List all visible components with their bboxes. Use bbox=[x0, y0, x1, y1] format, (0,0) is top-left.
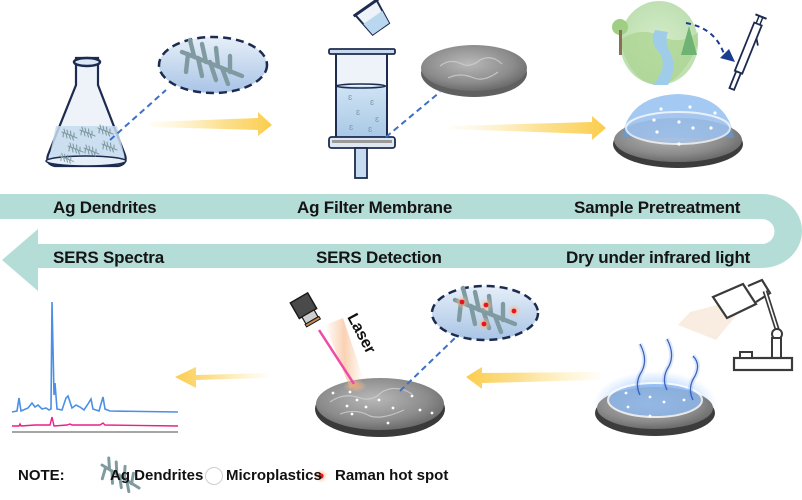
step-label-ag-dendrites: Ag Dendrites bbox=[53, 198, 157, 217]
filter-funnel-icon: ɛ ɛ ɛ ɛ ɛ ɛ bbox=[328, 48, 396, 179]
step-label-sers-spectra: SERS Spectra bbox=[53, 248, 164, 267]
laser-source-icon bbox=[289, 291, 364, 388]
dashed-sample-arrow bbox=[685, 22, 725, 55]
sers-spectra-plot bbox=[11, 301, 179, 433]
hot-spot-zoom-bubble bbox=[399, 284, 540, 392]
legend-title: NOTE: bbox=[18, 467, 65, 484]
legend-hot-spot-icon bbox=[314, 469, 328, 483]
spectrum-sample-line bbox=[11, 301, 179, 413]
step-label-sers-detection: SERS Detection bbox=[316, 248, 442, 267]
laser-beam bbox=[317, 329, 356, 385]
process-band bbox=[0, 194, 802, 291]
svg-text:ɛ: ɛ bbox=[370, 97, 374, 107]
svg-text:ɛ: ɛ bbox=[348, 92, 352, 102]
svg-text:ɛ: ɛ bbox=[368, 124, 372, 134]
svg-text:ɛ: ɛ bbox=[356, 107, 360, 117]
step-label-sample-pretreatment: Sample Pretreatment bbox=[574, 198, 741, 217]
sers-detection-membrane bbox=[315, 378, 445, 437]
pipette-icon bbox=[728, 13, 767, 92]
flow-arrow-4 bbox=[175, 367, 268, 388]
beaker-icon bbox=[352, 0, 391, 36]
river-landscape-icon bbox=[612, 1, 698, 85]
flow-arrow-2 bbox=[450, 116, 606, 140]
flow-arrow-1 bbox=[150, 112, 272, 136]
membrane-with-droplet bbox=[613, 94, 743, 168]
svg-text:ɛ: ɛ bbox=[349, 122, 353, 132]
legend-item-raman-hot-spot: Raman hot spot bbox=[335, 467, 449, 484]
legend-microplastic-icon bbox=[205, 467, 223, 485]
drying-membrane bbox=[593, 337, 717, 437]
erlenmeyer-flask-icon bbox=[45, 56, 127, 168]
ag-membrane-disk bbox=[385, 45, 527, 138]
spectrum-blank-line bbox=[12, 416, 179, 427]
step-label-ag-filter-membrane: Ag Filter Membrane bbox=[297, 198, 453, 217]
dashed-sample-arrowhead bbox=[720, 49, 735, 62]
dendrite-zoom-bubble bbox=[109, 35, 269, 141]
legend-item-microplastics: Microplastics bbox=[226, 467, 322, 484]
step-label-dry-infrared: Dry under infrared light bbox=[566, 248, 751, 267]
svg-text:ɛ: ɛ bbox=[375, 114, 379, 124]
band-shape bbox=[0, 194, 802, 291]
flow-arrow-3 bbox=[466, 367, 600, 389]
legend-item-ag-dendrites: Ag Dendrites bbox=[110, 467, 204, 484]
desk-lamp-icon bbox=[678, 278, 794, 372]
